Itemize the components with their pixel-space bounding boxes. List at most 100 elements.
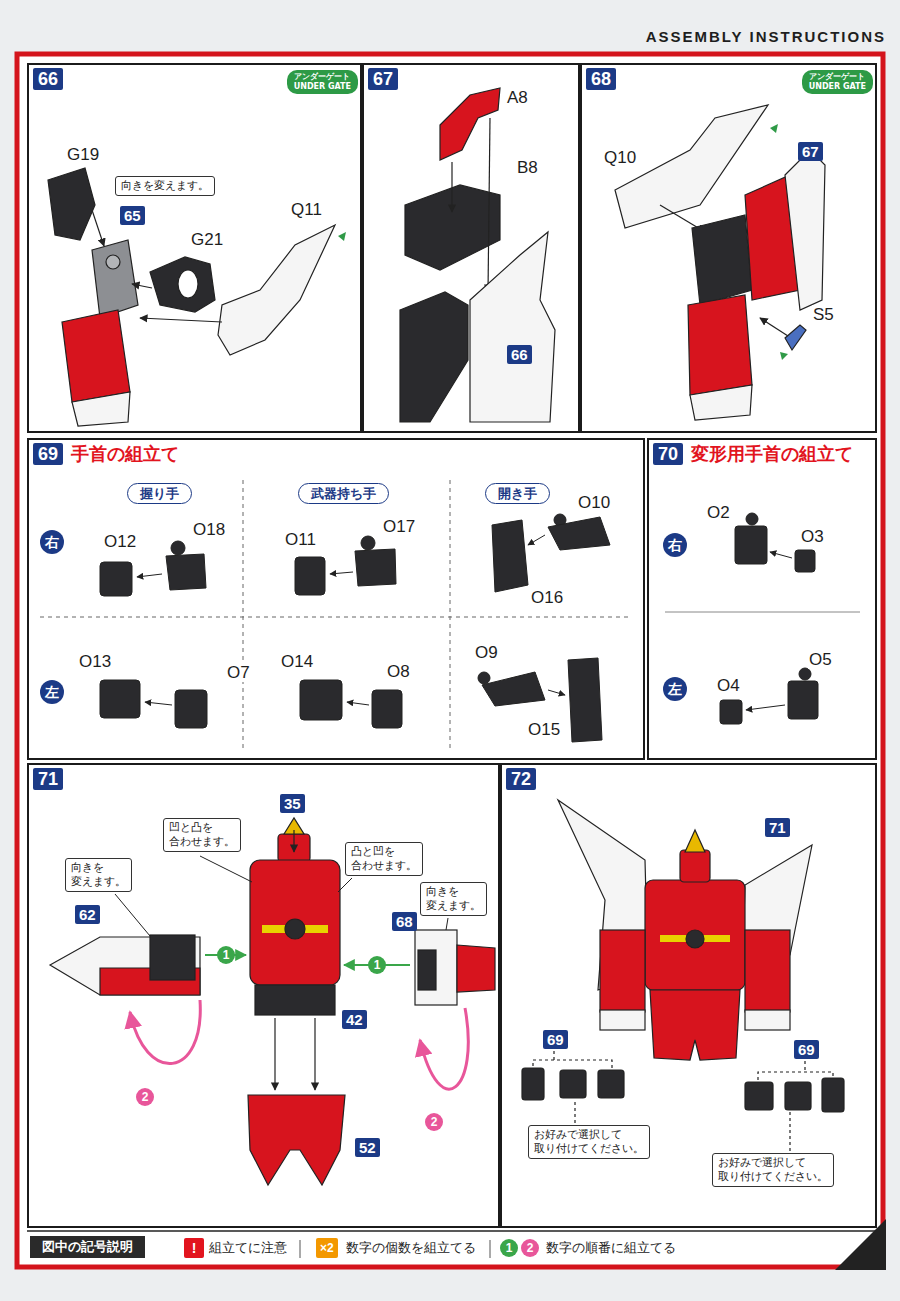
step-reference: 68: [392, 912, 417, 931]
step-number: 69: [33, 443, 63, 465]
part-number: O17: [382, 517, 416, 536]
step-number: 70: [653, 443, 683, 465]
part-number: G21: [190, 230, 224, 249]
page-title: ASSEMBLY INSTRUCTIONS: [646, 28, 886, 45]
legend-text: 数字の順番に組立てる: [546, 1239, 676, 1257]
step-reference: 52: [355, 1138, 380, 1157]
step70-parts: [770, 552, 792, 558]
side-marker: 左: [40, 680, 64, 704]
step70-parts: [795, 550, 815, 572]
step71-parts: [285, 919, 305, 939]
step72-robot: [574, 1102, 575, 1123]
step-panel: 6766: [362, 63, 580, 433]
note-callout: 向きを変えます。: [115, 176, 215, 196]
step70-parts: [746, 705, 785, 710]
order-number: 1: [500, 1239, 518, 1257]
step68-parts: [760, 318, 788, 336]
node-text: UNDER GATE: [809, 82, 866, 92]
step69-parts: [243, 480, 244, 748]
step72-robot: [745, 1010, 790, 1030]
step69-parts: [450, 480, 451, 748]
step72-robot: [745, 930, 790, 1012]
step67-parts: [400, 88, 555, 422]
part-number: O4: [716, 676, 741, 695]
page-frame: [17, 54, 883, 1267]
part-number: S5: [812, 305, 835, 324]
step68-parts: [688, 295, 752, 395]
under-gate-tag: アンダーゲートUNDER GATE: [802, 70, 873, 94]
node-text: 52: [359, 1138, 376, 1157]
step68-parts: [780, 352, 788, 360]
step69-parts: [330, 572, 353, 574]
step-title: 変形用手首の組立て: [691, 443, 853, 465]
part-number: O12: [103, 532, 137, 551]
step-reference: 69: [543, 1030, 568, 1049]
step68-parts: [770, 124, 778, 133]
note-callout: 凹と凸を 合わせます。: [163, 818, 241, 852]
step66-parts: [178, 270, 198, 298]
part-number: O18: [192, 520, 226, 539]
step72-robot: [789, 1112, 790, 1151]
legend-text: 組立てに注意: [209, 1239, 287, 1257]
step71-parts: [150, 935, 195, 980]
step69-parts: [300, 680, 342, 720]
part-number: O13: [78, 652, 112, 671]
step72-robot: [785, 1082, 811, 1110]
step66-parts: [140, 318, 222, 322]
step69-parts: [100, 562, 132, 596]
step70-parts: [735, 526, 767, 564]
node-text: 左: [663, 677, 687, 701]
order-number: 2: [136, 1088, 154, 1106]
step-reference: 65: [120, 206, 145, 225]
node-text: 68: [396, 912, 413, 931]
part-number: O10: [577, 493, 611, 512]
step-panel: 727169お好みで選択して 取り付けてください。69お好みで選択して 取り付け…: [500, 763, 877, 1228]
step69-parts: [548, 517, 610, 550]
part-number: O8: [386, 662, 411, 681]
step66-parts: [92, 240, 138, 318]
step70-parts: [788, 681, 818, 719]
page-frame: [300, 1240, 301, 1258]
step67-parts: [488, 118, 490, 292]
order-number: 1: [368, 956, 386, 974]
page-frame: [835, 1219, 886, 1270]
step-number: 66: [33, 68, 63, 90]
step72-robot: [522, 800, 844, 1151]
step70-parts: [665, 612, 860, 613]
order-number: 2: [425, 1113, 443, 1131]
step71-parts: [250, 860, 340, 985]
node-text: 69: [798, 1040, 815, 1059]
step-reference: 42: [342, 1010, 367, 1029]
step72-robot: [804, 1061, 805, 1072]
step69-parts: [137, 574, 162, 577]
part-number: B8: [516, 158, 539, 177]
part-number: O15: [527, 720, 561, 739]
part-number: O3: [800, 527, 825, 546]
step69-parts: [175, 690, 207, 728]
part-number: O9: [474, 643, 499, 662]
node-text: 開き手: [498, 485, 537, 502]
node-text: 右: [663, 533, 687, 557]
node-text: 向きを変えます。: [121, 179, 209, 193]
legend-text: 数字の個数を組立てる: [346, 1239, 476, 1257]
step-reference: 66: [507, 345, 532, 364]
node-text: 武器持ち手: [311, 485, 376, 502]
step71-parts: [115, 894, 150, 936]
step-panel: 70 変形用手首の組立て右左: [647, 438, 877, 760]
step69-parts: [355, 549, 396, 586]
note-callout: 向きを 変えます。: [65, 858, 132, 892]
side-marker: 右: [663, 533, 687, 557]
step66-parts: [72, 392, 130, 426]
step71-parts: [293, 830, 294, 852]
node-text: アンダーゲート: [294, 72, 351, 82]
step-reference: 35: [280, 794, 305, 813]
order-number: 1: [217, 946, 235, 964]
step69-parts: [347, 702, 369, 705]
step69-parts: [568, 658, 602, 742]
step72-robot: [522, 1068, 544, 1100]
step71-parts: [130, 1000, 200, 1064]
node-text: 71: [769, 818, 786, 837]
step-title: 手首の組立て: [71, 443, 179, 465]
